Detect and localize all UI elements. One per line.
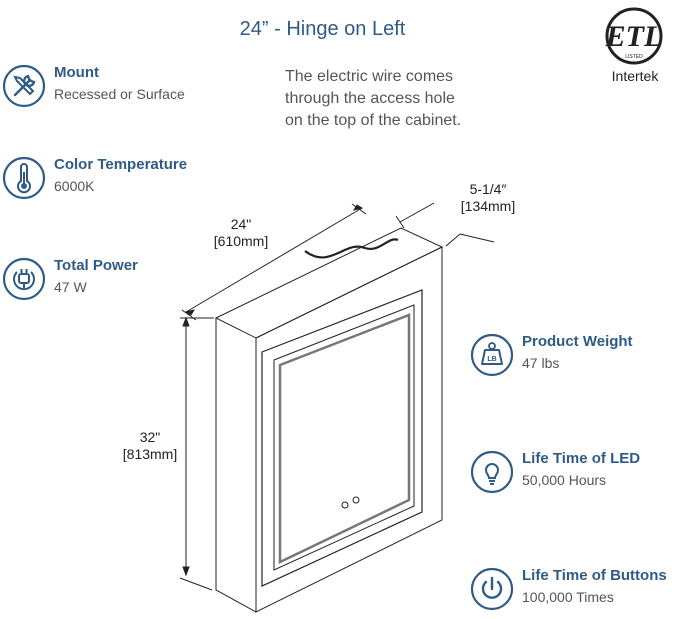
- note-line-1: The electric wire comes: [285, 68, 454, 85]
- depth-imperial: 5-1/4″: [469, 181, 507, 197]
- note-line-2: through the access hole: [285, 90, 455, 107]
- touch-button-1: [341, 501, 349, 509]
- feature-value: 47 W: [54, 279, 87, 295]
- feature-label: Color Temperature: [54, 156, 188, 173]
- feature-product-weight: LB Product Weight 47 lbs: [470, 333, 679, 383]
- power-button-icon: [470, 567, 514, 611]
- feature-button-lifetime: Life Time of Buttons 100,000 Times: [470, 567, 679, 617]
- feature-label: Life Time of LED: [522, 450, 641, 467]
- feature-label: Total Power: [54, 257, 138, 274]
- height-dimension-label: 32" [813mm]: [114, 429, 186, 463]
- feature-color-temperature: Color Temperature 6000K: [2, 156, 242, 206]
- note-line-3: on the top of the cabinet.: [285, 112, 462, 129]
- wire-note: The electric wire comes through the acce…: [285, 66, 461, 132]
- door-outer-frame: [261, 289, 423, 587]
- width-metric: [610mm]: [213, 233, 269, 249]
- width-dimension-label: 24" [610mm]: [206, 216, 276, 250]
- feature-led-lifetime: Life Time of LED 50,000 Hours: [470, 450, 679, 500]
- cabinet-side-face: [215, 318, 257, 613]
- tools-icon: [2, 64, 46, 108]
- depth-dimension-arrow-1: [399, 202, 435, 223]
- feature-mount: Mount Recessed or Surface: [2, 64, 242, 114]
- power-plug-icon: [2, 257, 46, 301]
- thermometer-icon: [2, 156, 46, 200]
- feature-label: Product Weight: [522, 333, 633, 350]
- lightbulb-icon: [470, 450, 514, 494]
- svg-text:ETL: ETL: [605, 20, 663, 53]
- feature-label: Mount: [54, 64, 99, 81]
- feature-value: 100,000 Times: [522, 589, 614, 605]
- depth-dimension-label: 5-1/4″ [134mm]: [448, 181, 528, 215]
- width-imperial: 24": [230, 216, 252, 232]
- certification-name: Intertek: [611, 68, 659, 84]
- led-strip: [278, 313, 411, 564]
- door-inner-frame: [273, 304, 415, 571]
- height-imperial: 32": [139, 429, 161, 445]
- height-metric: [813mm]: [122, 446, 178, 462]
- width-dimension-line: [185, 207, 363, 313]
- svg-text:LISTED: LISTED: [625, 54, 643, 60]
- etl-listed-logo-icon: ETL LISTED: [605, 7, 663, 65]
- depth-dimension-arrow-2: [459, 233, 495, 243]
- feature-value: 47 lbs: [522, 355, 560, 371]
- feature-value: Recessed or Surface: [54, 86, 185, 102]
- depth-metric: [134mm]: [460, 198, 516, 214]
- feature-total-power: Total Power 47 W: [2, 257, 242, 307]
- feature-value: 6000K: [54, 178, 95, 194]
- page-title: 24” - Hinge on Left: [239, 18, 406, 40]
- feature-value: 50,000 Hours: [522, 472, 607, 488]
- feature-label: Life Time of Buttons: [522, 567, 667, 584]
- svg-text:LB: LB: [487, 356, 496, 363]
- weight-icon: LB: [470, 333, 514, 377]
- electric-wire: [304, 238, 399, 259]
- touch-button-2: [352, 496, 360, 504]
